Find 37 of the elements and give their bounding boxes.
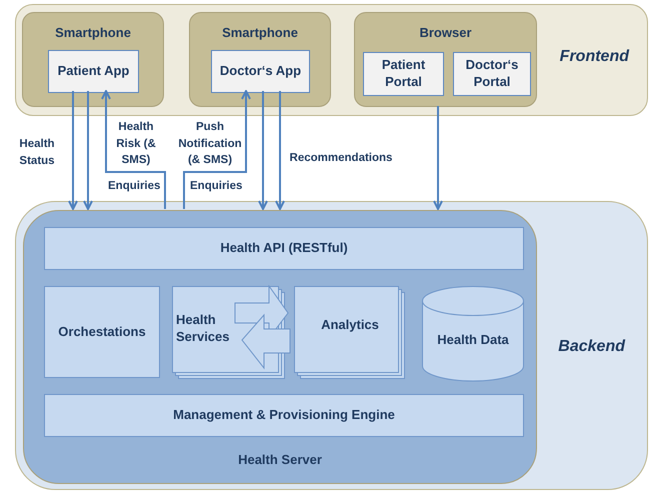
section-title: Frontend: [560, 47, 629, 67]
arrow: [101, 90, 166, 209]
arrow: [183, 90, 251, 209]
device-box: [354, 12, 537, 107]
app-box: [453, 52, 531, 96]
component-box: [44, 286, 160, 378]
database-cylinder: [422, 286, 524, 381]
component-label: Management & Provisioning Engine: [173, 407, 395, 424]
component-label: Health Data: [437, 332, 509, 349]
arrow: [83, 91, 93, 210]
group-title: Browser: [419, 25, 472, 42]
device-box: [22, 12, 164, 107]
component-label: Doctor‘s Portal: [464, 57, 520, 91]
component-box: [44, 394, 524, 437]
component-label: Orchestations: [58, 324, 146, 340]
arrow: [68, 91, 78, 210]
app-box: [363, 52, 444, 96]
backend-band: [15, 201, 648, 490]
component-label: Patient App: [58, 63, 130, 80]
component-box: [44, 227, 524, 270]
server-box: [23, 210, 537, 484]
component-label: Health API (RESTful): [220, 240, 348, 257]
stacked-pages-box: [294, 286, 406, 380]
frontend-band: [15, 4, 648, 116]
arrow: [433, 106, 443, 210]
arrow: [258, 91, 268, 210]
section-title: Backend: [558, 337, 625, 357]
arrow: [275, 91, 285, 210]
group-title: Smartphone: [222, 25, 298, 42]
app-box: [48, 50, 139, 93]
component-label: Analytics: [321, 316, 379, 334]
group-title: Smartphone: [55, 25, 131, 42]
component-label: Patient Portal: [380, 57, 426, 91]
server-title: Health Server: [238, 452, 322, 469]
app-box: [211, 50, 310, 93]
device-box: [189, 12, 331, 107]
component-label: Doctor‘s App: [220, 63, 302, 80]
